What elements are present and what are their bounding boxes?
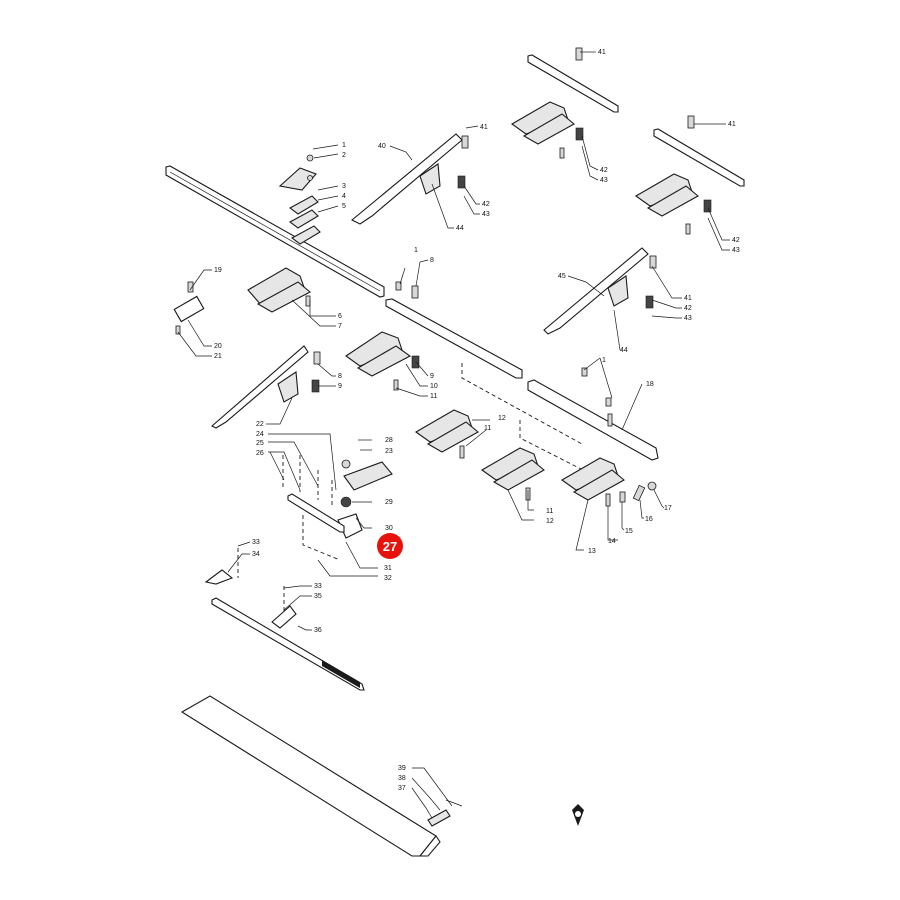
callout-3: 3 bbox=[342, 183, 346, 190]
callout-29: 29 bbox=[385, 499, 393, 506]
sickle-bar bbox=[211, 597, 365, 691]
callout-33: 33 bbox=[252, 539, 260, 546]
callout-18: 18 bbox=[646, 381, 654, 388]
knife-back-bar bbox=[282, 455, 345, 533]
callout-6: 6 bbox=[338, 313, 342, 320]
callout-7: 7 bbox=[338, 323, 342, 330]
callout-17: 17 bbox=[664, 505, 672, 512]
callout-20: 20 bbox=[214, 343, 222, 350]
callout-32: 32 bbox=[384, 575, 392, 582]
callout-4: 4 bbox=[342, 193, 346, 200]
cutter-bar-right bbox=[527, 379, 659, 461]
callout-38: 38 bbox=[398, 775, 406, 782]
callout-12: 12 bbox=[546, 518, 554, 525]
knife-guard-1 bbox=[247, 267, 311, 313]
callout-42: 42 bbox=[482, 201, 490, 208]
dashed-alignment-lines bbox=[302, 363, 584, 561]
callout-11: 11 bbox=[430, 393, 437, 400]
knife-guard-3 bbox=[414, 409, 479, 453]
knife-head-assembly bbox=[337, 459, 393, 539]
hardware-bolts bbox=[173, 47, 712, 507]
callout-31: 31 bbox=[384, 565, 392, 572]
callout-35: 35 bbox=[314, 593, 322, 600]
hold-down-clips bbox=[278, 154, 321, 245]
callout-5: 5 bbox=[342, 203, 346, 210]
knife-guard-far-right bbox=[634, 173, 699, 217]
callout-43: 43 bbox=[732, 247, 740, 254]
callout-43: 43 bbox=[482, 211, 490, 218]
knife-guard-4 bbox=[480, 447, 545, 491]
callout-41: 41 bbox=[480, 124, 488, 131]
callout-42: 42 bbox=[732, 237, 740, 244]
cover-fasteners bbox=[427, 799, 463, 827]
callout-11: 11 bbox=[484, 425, 491, 432]
callout-33: 33 bbox=[314, 583, 322, 590]
leader-lines bbox=[177, 51, 730, 819]
callout-14: 14 bbox=[608, 538, 616, 545]
callout-37: 37 bbox=[398, 785, 406, 792]
callout-25: 25 bbox=[256, 440, 264, 447]
callout-11: 11 bbox=[546, 508, 553, 515]
callout-41: 41 bbox=[684, 295, 692, 302]
callout-28: 28 bbox=[385, 437, 393, 444]
knife-guard-top-right bbox=[510, 101, 575, 145]
sickle-section-35 bbox=[271, 586, 297, 629]
callout-9: 9 bbox=[338, 383, 342, 390]
callout-26: 26 bbox=[256, 450, 264, 457]
callout-42: 42 bbox=[684, 305, 692, 312]
callout-8: 8 bbox=[430, 257, 434, 264]
callout-12: 12 bbox=[498, 415, 506, 422]
callout-15: 15 bbox=[625, 528, 633, 535]
callout-34: 34 bbox=[252, 551, 260, 558]
callout-13: 13 bbox=[588, 548, 596, 555]
callout-36: 36 bbox=[314, 627, 322, 634]
callout-1: 1 bbox=[342, 142, 346, 149]
callout-24: 24 bbox=[256, 431, 264, 438]
manufacturer-logo-icon bbox=[572, 804, 584, 826]
callout-43: 43 bbox=[600, 177, 608, 184]
callout-8: 8 bbox=[338, 373, 342, 380]
callout-22: 22 bbox=[256, 421, 264, 428]
cutter-bar-top-right bbox=[527, 54, 619, 113]
cutter-bar-far-right bbox=[653, 128, 745, 187]
highlight-label: 27 bbox=[383, 539, 397, 554]
sickle-section-34 bbox=[204, 548, 239, 585]
callout-44: 44 bbox=[456, 225, 464, 232]
callout-44: 44 bbox=[620, 347, 628, 354]
callout-21: 21 bbox=[214, 353, 222, 360]
callout-39: 39 bbox=[398, 765, 406, 772]
callout-1: 1 bbox=[602, 357, 606, 364]
cutter-bar-left bbox=[165, 165, 385, 298]
crop-divider-45 bbox=[543, 247, 649, 335]
callout-2: 2 bbox=[342, 152, 346, 159]
callout-40: 40 bbox=[378, 143, 386, 150]
callout-41: 41 bbox=[598, 49, 606, 56]
callout-19: 19 bbox=[214, 267, 222, 274]
highlight-marker[interactable] bbox=[377, 533, 403, 559]
callout-23: 23 bbox=[385, 448, 393, 455]
knife-guard-2 bbox=[345, 331, 412, 377]
cutter-bar-middle bbox=[385, 298, 523, 379]
knife-guard-5 bbox=[560, 457, 625, 501]
crop-divider-40 bbox=[350, 133, 463, 225]
highlight-part-27[interactable]: 27 bbox=[377, 533, 403, 559]
callout-16: 16 bbox=[645, 516, 653, 523]
callout-41: 41 bbox=[728, 121, 736, 128]
crop-divider-22 bbox=[211, 345, 309, 429]
callout-45: 45 bbox=[558, 273, 566, 280]
callout-42: 42 bbox=[600, 167, 608, 174]
callout-43: 43 bbox=[684, 315, 692, 322]
callout-30: 30 bbox=[385, 525, 393, 532]
cover-plate bbox=[180, 695, 441, 857]
callout-labels: 1 2 3 4 5 6 7 19 20 21 40 41 42 43 44 41… bbox=[214, 49, 740, 792]
callout-1: 1 bbox=[414, 247, 418, 254]
callout-10: 10 bbox=[430, 383, 438, 390]
callout-9: 9 bbox=[430, 373, 434, 380]
